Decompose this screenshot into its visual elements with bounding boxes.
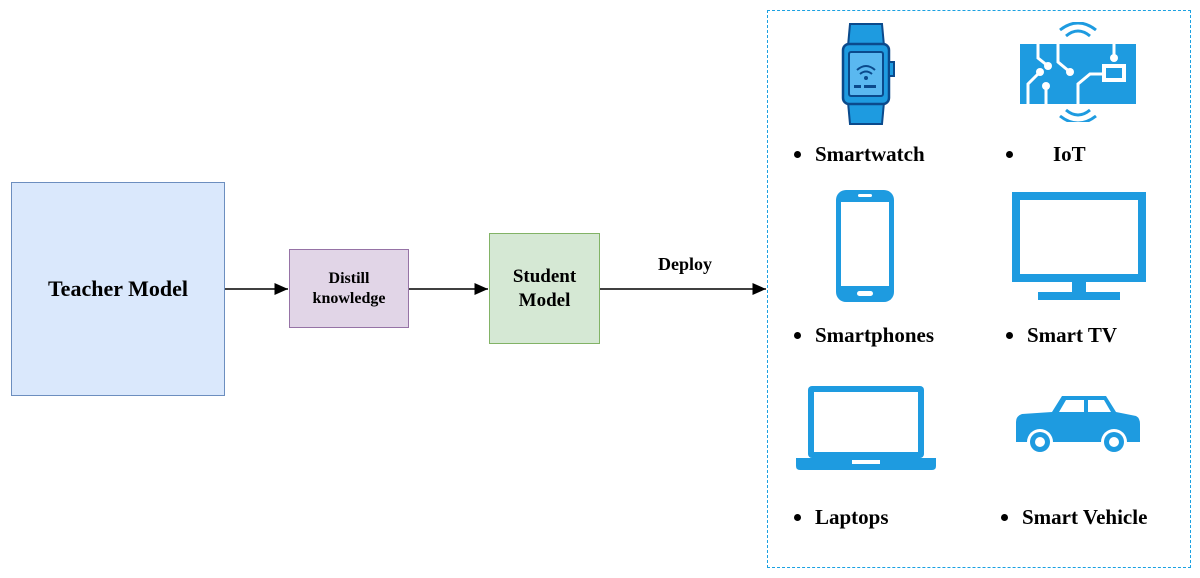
laptop-icon	[796, 386, 936, 470]
bullet-icon	[794, 150, 801, 158]
iot-chip-icon	[1020, 22, 1136, 122]
car-icon	[1016, 396, 1140, 455]
bullet-icon	[1006, 150, 1013, 158]
smartphone-icon	[836, 190, 894, 302]
device-label-iot: IoT	[1006, 142, 1086, 167]
distill-knowledge-box: Distill knowledge	[289, 249, 409, 328]
bullet-icon	[794, 513, 801, 521]
bullet-icon	[1001, 513, 1008, 521]
device-label-smartwatch: Smartwatch	[794, 142, 925, 167]
edge-devices-group	[767, 10, 1191, 568]
bullet-icon	[794, 331, 801, 339]
teacher-model-label: Teacher Model	[48, 276, 188, 301]
teacher-model-box: Teacher Model	[11, 182, 225, 396]
device-label-smart-tv: Smart TV	[1006, 323, 1117, 348]
device-label-smart-vehicle: Smart Vehicle	[1001, 505, 1147, 530]
device-label-smartphones: Smartphones	[794, 323, 934, 348]
smart-tv-icon	[1012, 192, 1146, 300]
distill-knowledge-label: Distill knowledge	[312, 269, 386, 307]
deploy-label: Deploy	[658, 254, 712, 274]
device-label-laptops: Laptops	[794, 505, 889, 530]
student-model-label: Student Model	[512, 265, 577, 311]
student-model-box: Student Model	[489, 233, 600, 344]
smartwatch-icon	[841, 23, 895, 125]
bullet-icon	[1006, 331, 1013, 339]
